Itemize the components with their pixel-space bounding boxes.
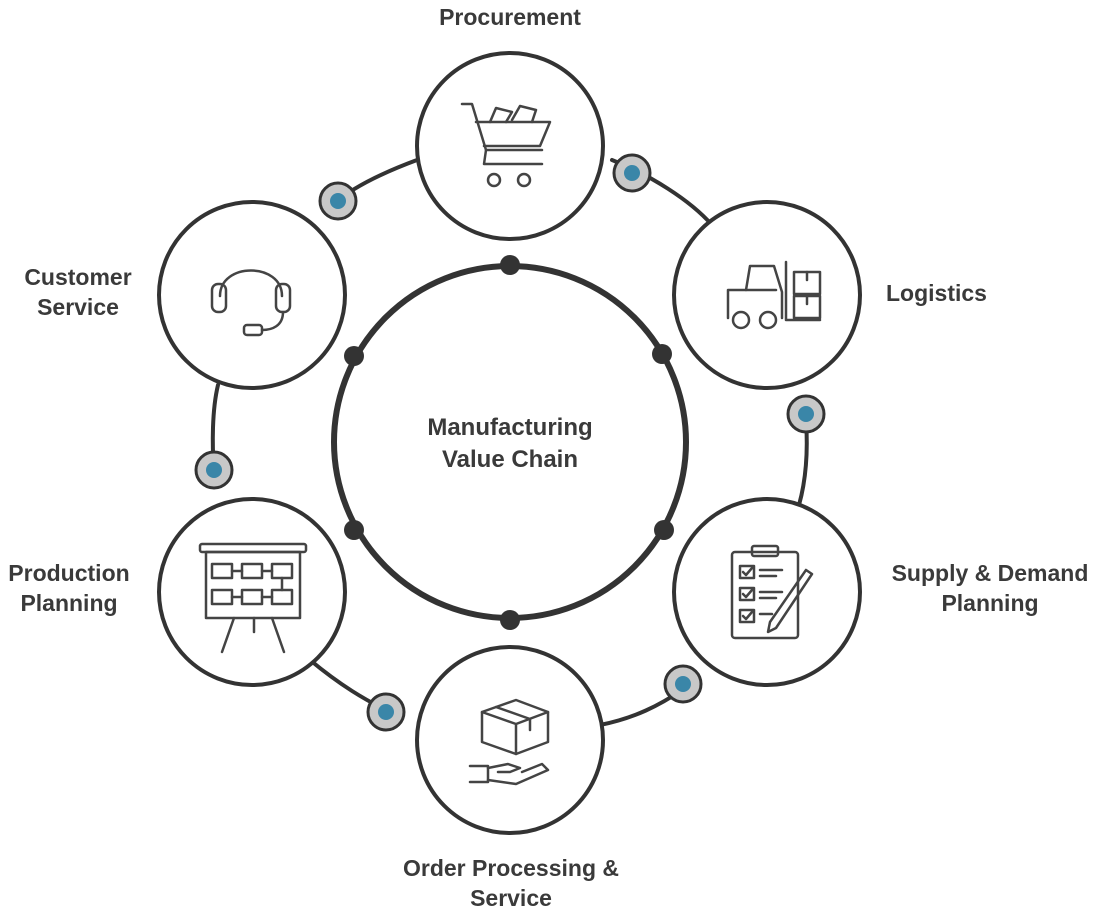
forklift-icon bbox=[726, 260, 822, 330]
label-production-planning: Production Planning bbox=[8, 560, 130, 616]
flowchart-board-icon bbox=[198, 542, 308, 654]
label-supply-demand: Supply & Demand Planning bbox=[891, 560, 1089, 616]
package-hand-icon bbox=[468, 698, 550, 786]
node-circle-production-planning bbox=[157, 497, 347, 687]
center-node-dot bbox=[500, 610, 520, 630]
connector-bullet bbox=[786, 394, 826, 434]
connector-bullet bbox=[318, 181, 358, 221]
center-node-dot bbox=[652, 344, 672, 364]
center-node-dot bbox=[500, 255, 520, 275]
label-customer-service: Customer Service bbox=[24, 264, 132, 320]
center-node-dot bbox=[344, 520, 364, 540]
clipboard-checklist-icon bbox=[730, 544, 814, 640]
label-logistics: Logistics bbox=[886, 280, 987, 306]
connector-bullet bbox=[612, 153, 652, 193]
node-circle-customer-service bbox=[157, 200, 347, 390]
label-procurement: Procurement bbox=[439, 4, 581, 30]
center-label: Manufacturing Value Chain bbox=[380, 412, 640, 476]
shopping-cart-icon bbox=[460, 102, 552, 188]
label-order-processing: Order Processing & Service bbox=[402, 855, 620, 911]
connector-bullet bbox=[663, 664, 703, 704]
center-label-line2: Value Chain bbox=[441, 446, 579, 473]
connector-bullet bbox=[366, 692, 406, 732]
center-node-dot bbox=[654, 520, 674, 540]
center-node-dot bbox=[344, 346, 364, 366]
connector-bullet bbox=[194, 450, 234, 490]
center-label-line1: Manufacturing bbox=[427, 414, 593, 441]
node-circle-order-processing bbox=[415, 645, 605, 835]
headset-icon bbox=[210, 269, 292, 337]
node-circle-logistics bbox=[672, 200, 862, 390]
